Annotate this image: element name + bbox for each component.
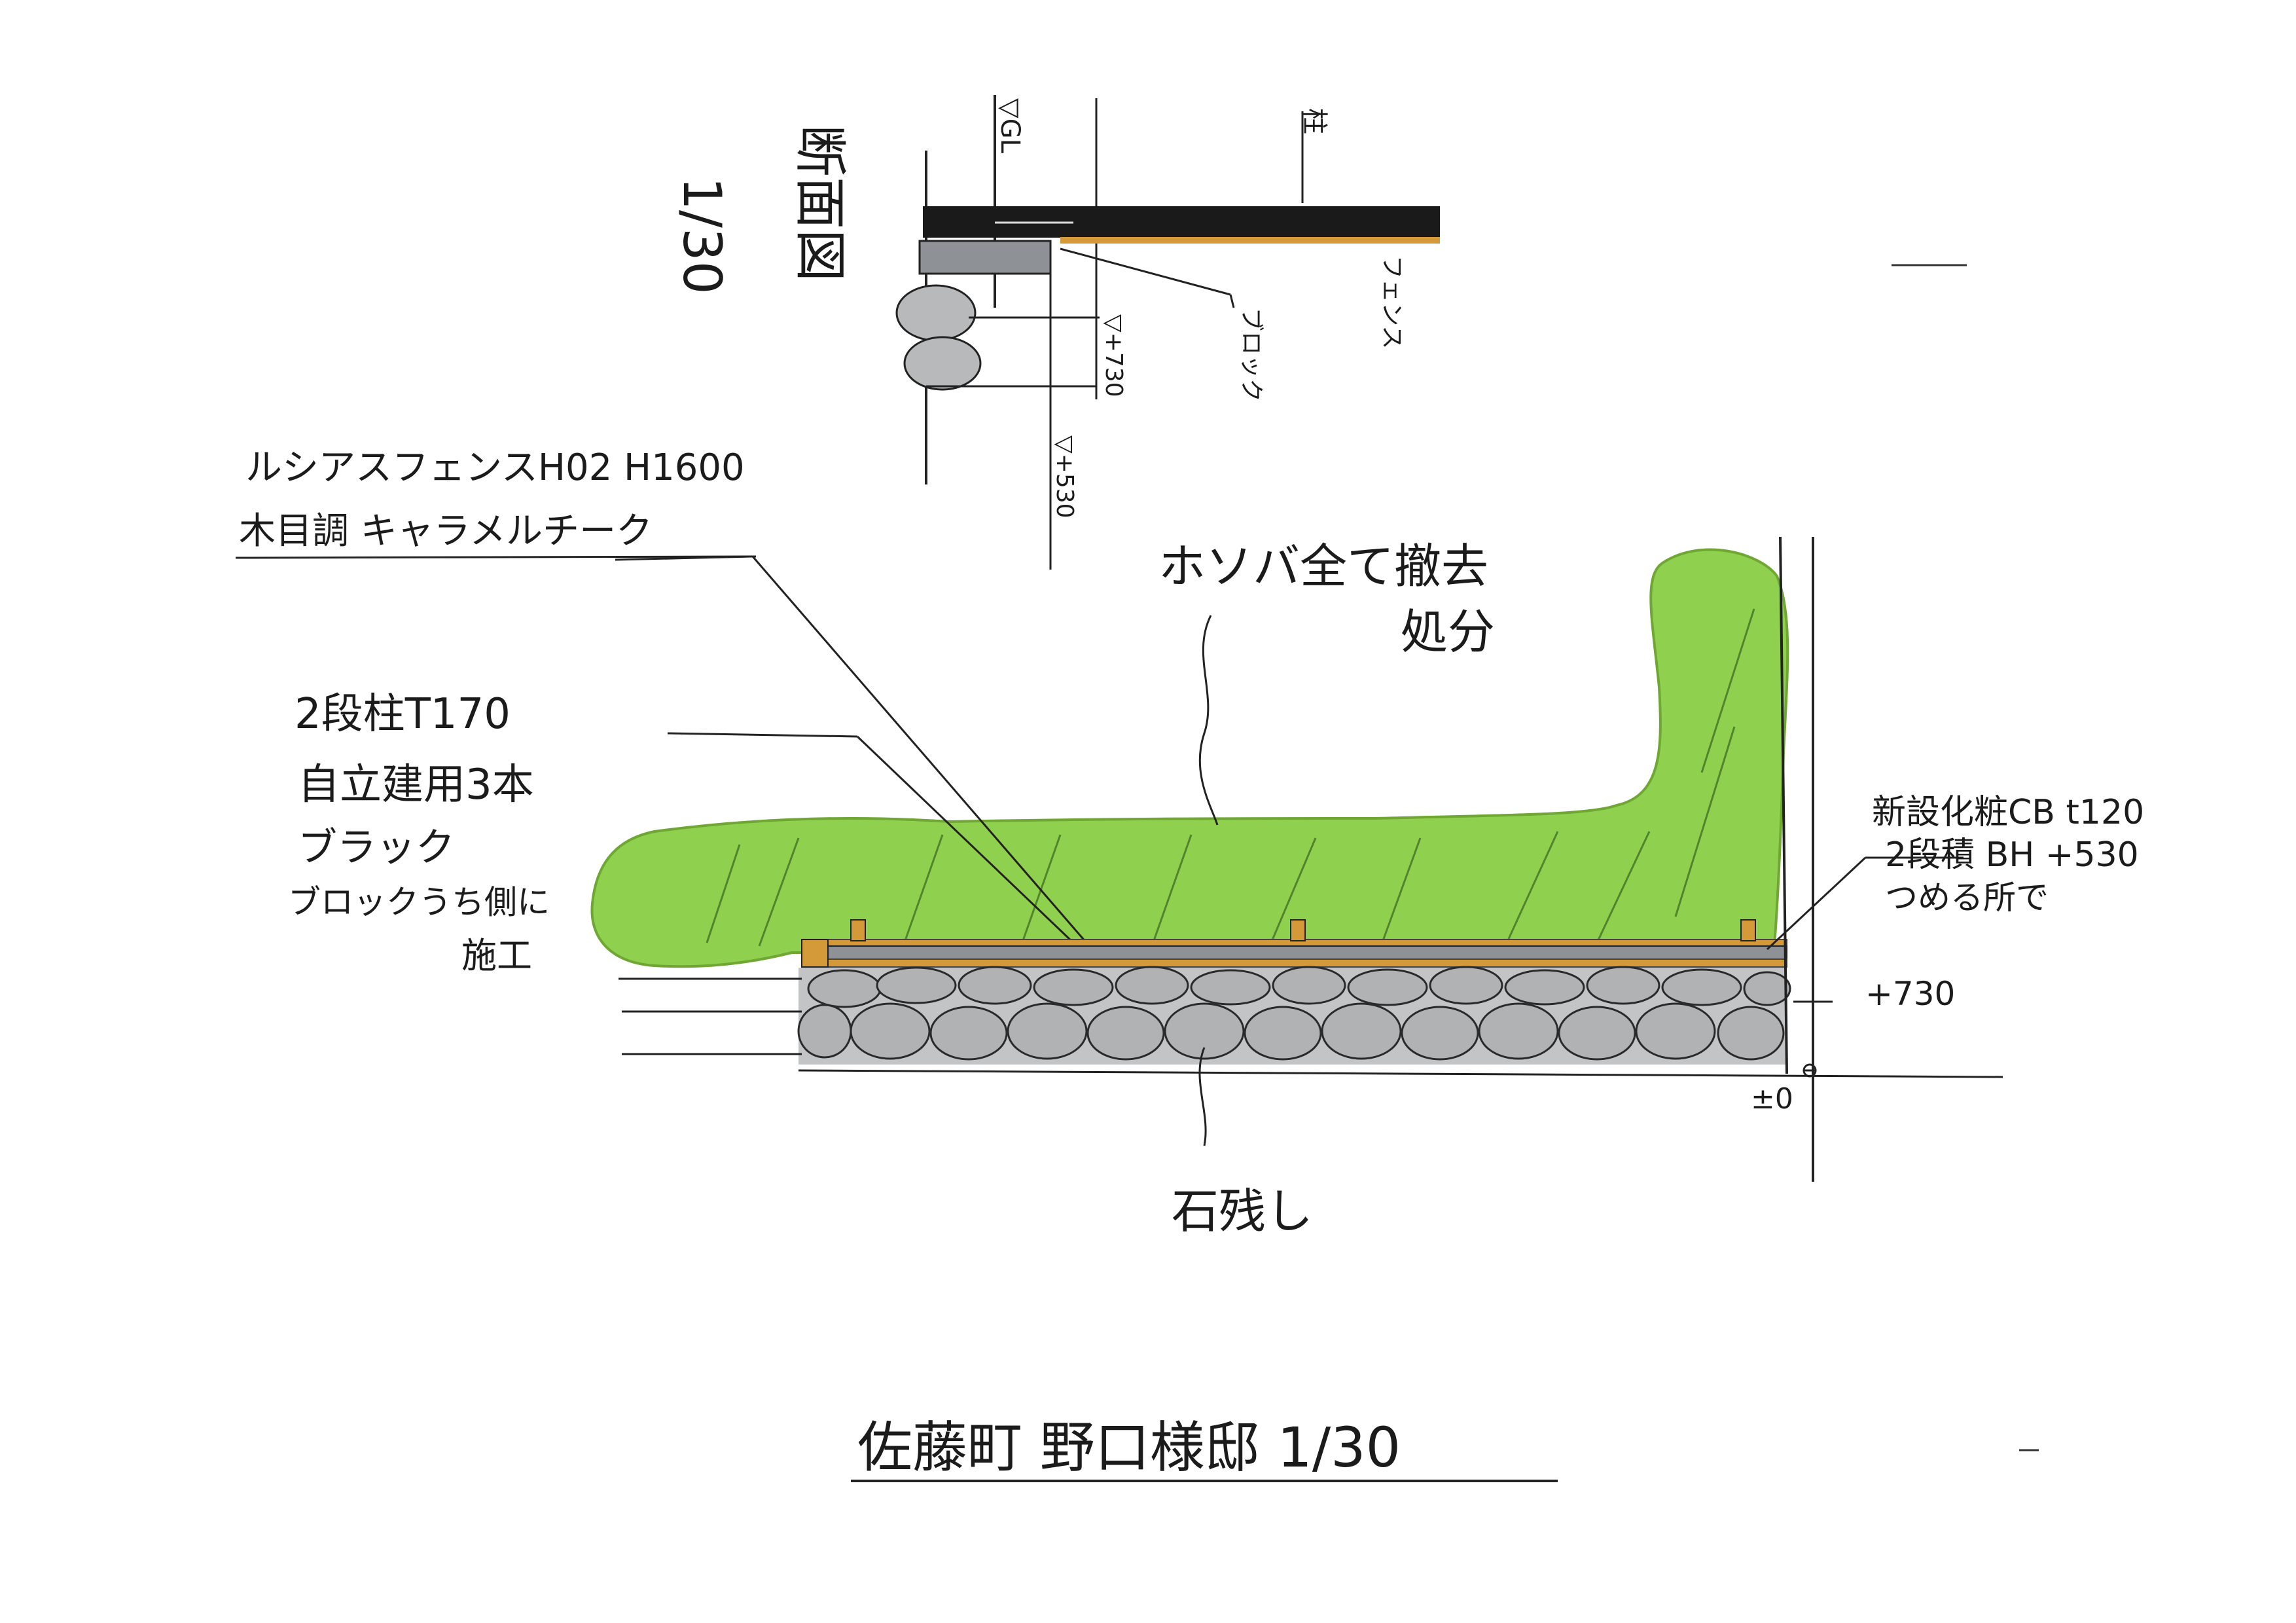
note-hedge-2: 処分 (1401, 604, 1495, 659)
section-stone (903, 336, 982, 391)
note-block-2: 2段積 BH +530 (1885, 835, 2139, 875)
note-fence-product-2: 木目調 キャラメルチーク (239, 510, 653, 553)
section-diagram: 断面図 1/30 ▽GL 柱 フェンス ブロック ▽+730 ▽+530 (672, 95, 1440, 570)
fence-post (850, 919, 866, 941)
section-fence-wood (1060, 237, 1440, 244)
section-post-label: 柱 (1299, 108, 1329, 134)
hedge-shape (590, 548, 1789, 968)
fence-post (1290, 919, 1306, 941)
note-post-4: ブロックうち側に (288, 883, 550, 921)
section-scale: 1/30 (672, 177, 732, 295)
note-hedge-1: ホソバ全て撤去 (1158, 539, 1488, 594)
stones (797, 966, 1791, 1061)
note-stones: 石残し (1172, 1184, 1313, 1239)
footer-title: 佐藤町 野口様邸 1/30 (857, 1415, 1401, 1480)
section-block (918, 240, 1052, 275)
note-post-5: 施工 (461, 935, 532, 976)
section-stone (895, 284, 977, 342)
note-fence-product-1: ルシアスフェンスH02 H1600 (245, 447, 745, 489)
section-block-label: ブロック (1238, 308, 1265, 402)
section-fence-label: フェンス (1378, 255, 1405, 349)
note-block-1: 新設化粧CB t120 (1872, 793, 2144, 832)
section-gl-label: ▽GL (995, 98, 1025, 154)
fence-rail-gray (801, 945, 1787, 960)
fence-rail-base (801, 958, 1787, 968)
section-plus730-label: ▽+730 (1100, 314, 1127, 397)
fence-post (1740, 919, 1756, 941)
note-post-2: 自立建用3本 (298, 761, 534, 809)
note-plus-zero: ±0 (1751, 1082, 1793, 1116)
section-plus530-label: ▽+530 (1051, 435, 1078, 519)
note-plus730: +730 (1865, 975, 1955, 1013)
note-block-3: つめる所で (1885, 879, 2049, 917)
note-post-3: ブラック (298, 825, 455, 871)
note-post-1: 2段柱T170 (295, 690, 511, 739)
block-end (801, 939, 829, 968)
notes: ルシアスフェンスH02 H1600 木目調 キャラメルチーク 2段柱T170 自… (235, 447, 2144, 1239)
footer: 佐藤町 野口様邸 1/30 (851, 1415, 1558, 1482)
section-title: 断面図 (789, 124, 850, 282)
elevation-drawing (590, 536, 2003, 1182)
